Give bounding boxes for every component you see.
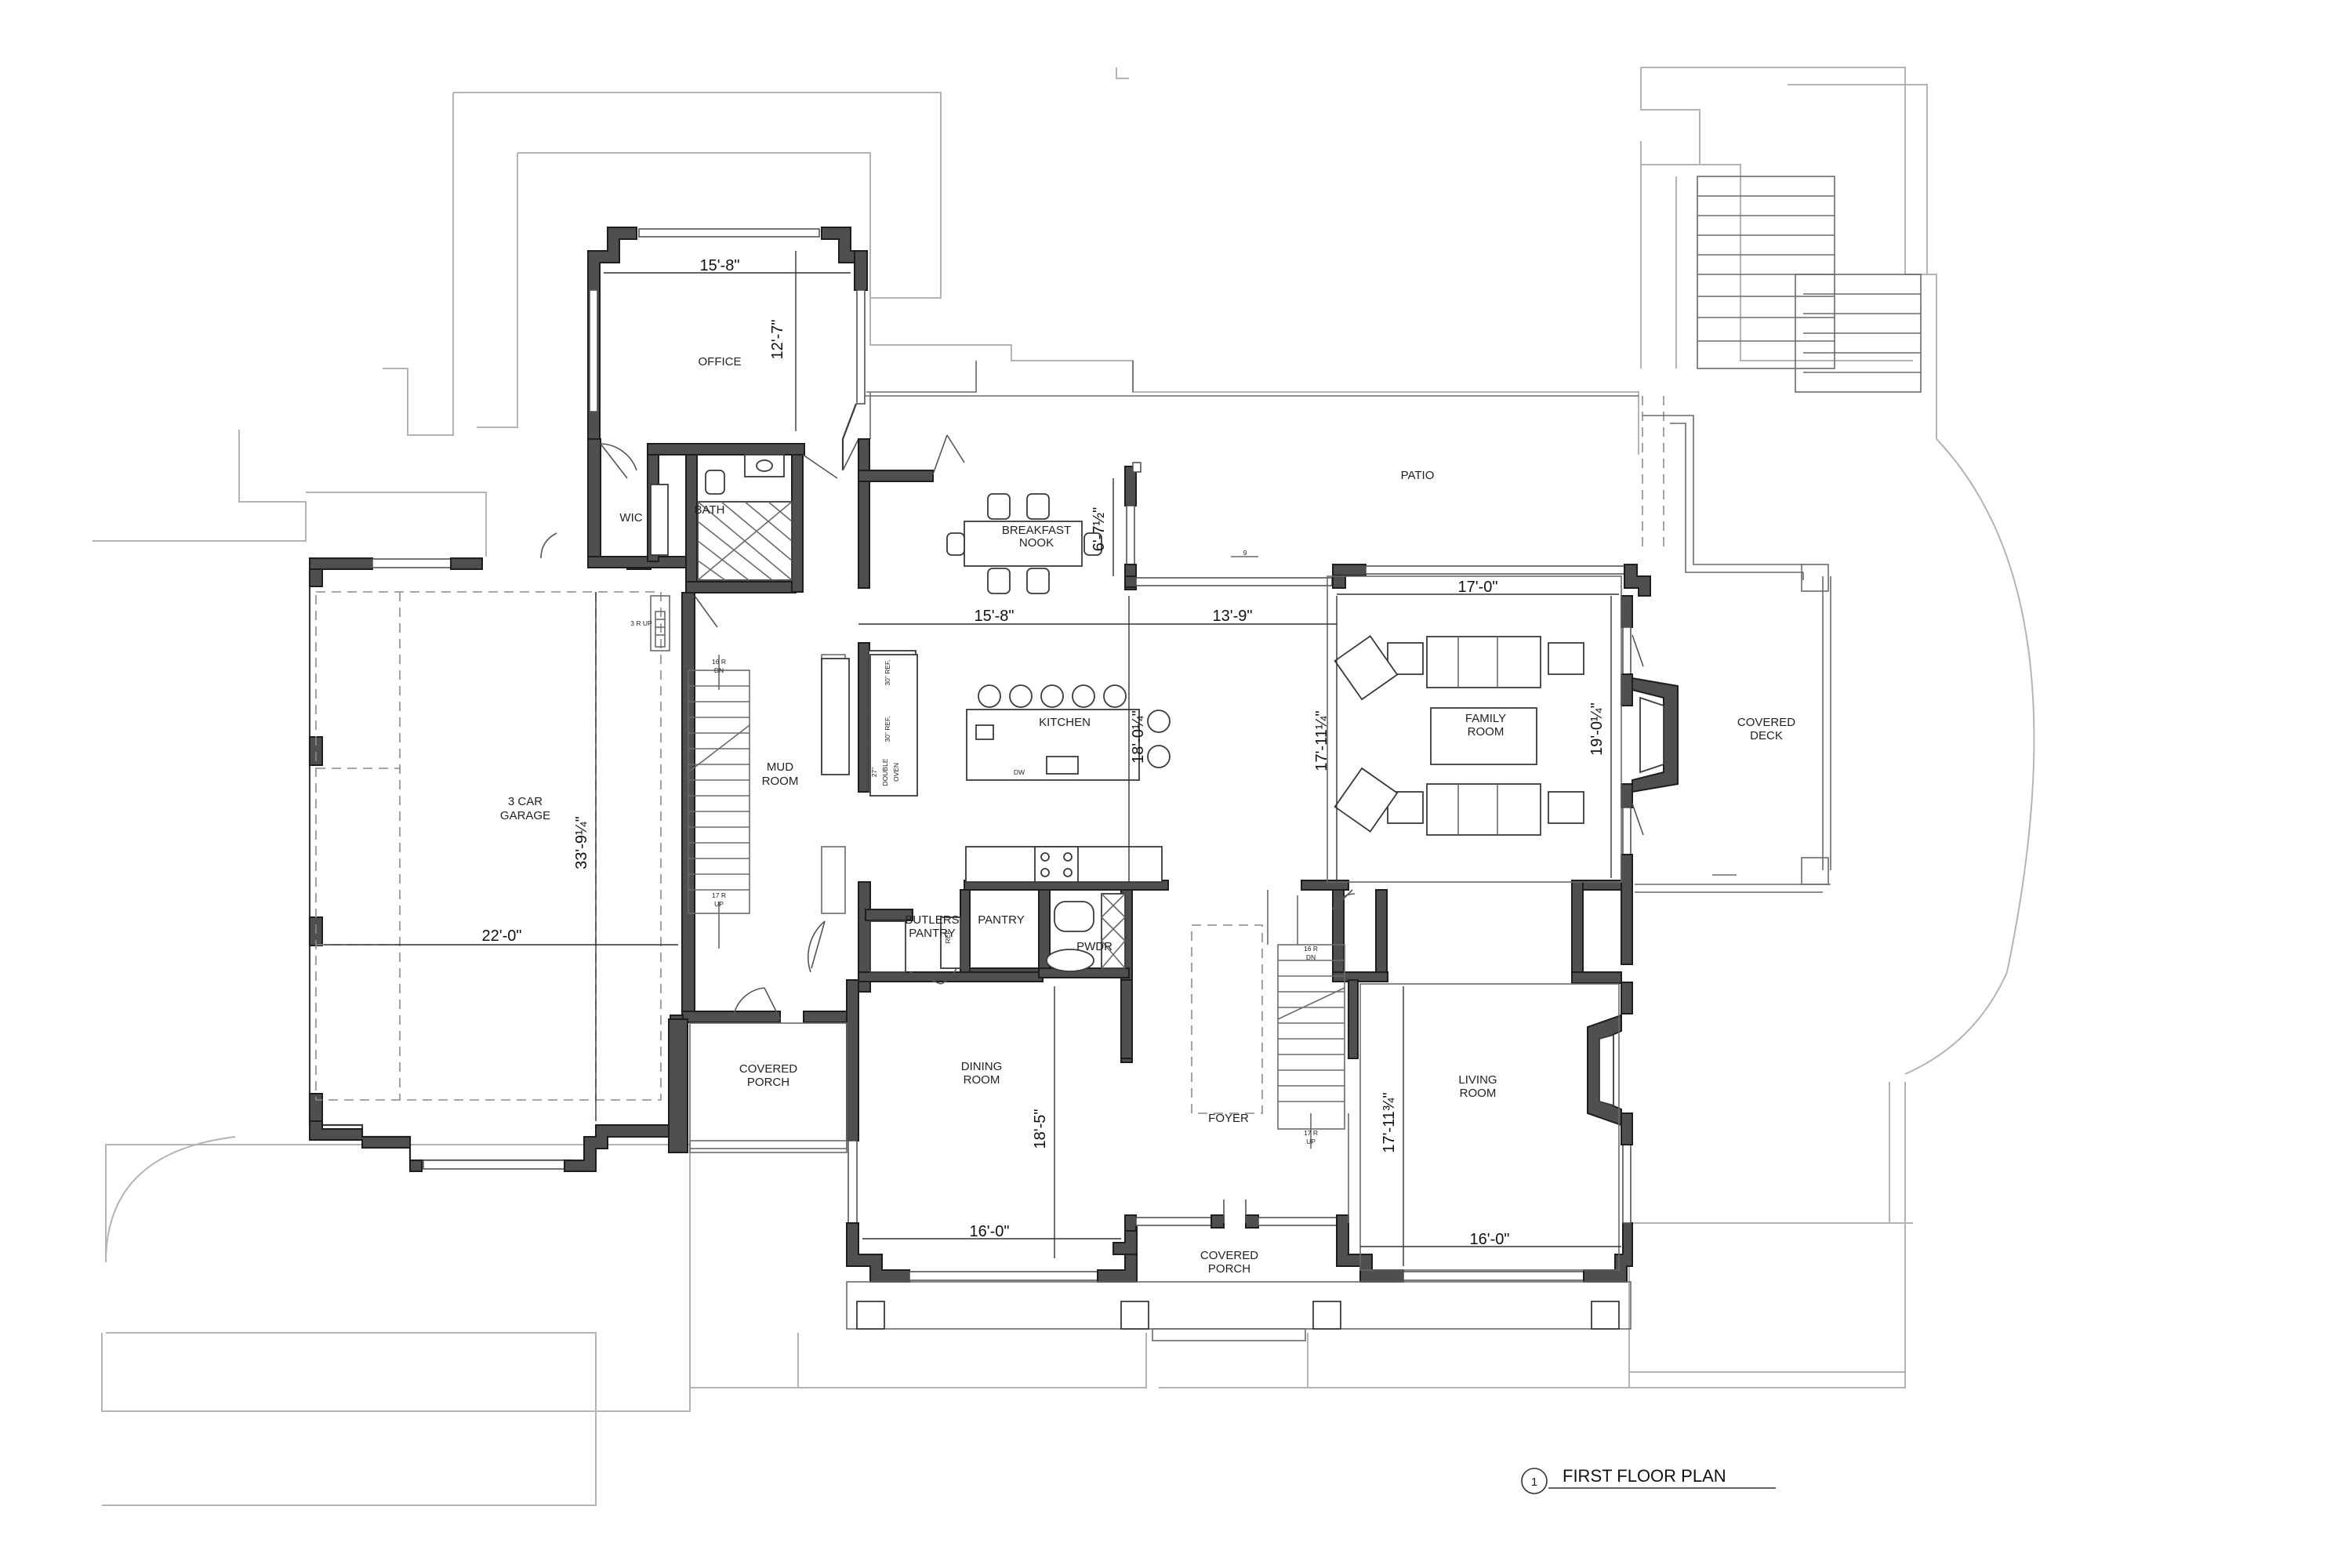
room-front-porch-2: PORCH (1208, 1262, 1250, 1276)
note-foyer-stair-dn-2: DN (1306, 953, 1316, 961)
note-ref-30-b: 30" REF. (884, 716, 891, 742)
dim-garage-depth: 33'-9¼" (573, 816, 590, 869)
dim-family-width: 17'-0" (1458, 579, 1498, 596)
dim-kitchen-depth: 18'-0¼" (1130, 710, 1147, 764)
dim-living-width: 16'-0" (1470, 1231, 1510, 1248)
note-mud-stair-dn-1: 16 R (712, 658, 726, 666)
note-foyer-stair-up-2: UP (1306, 1138, 1316, 1145)
room-breakfast-nook-1: BREAKFAST (1002, 524, 1071, 537)
room-side-porch-2: PORCH (747, 1076, 789, 1089)
room-living-1: LIVING (1458, 1073, 1497, 1087)
dim-office-depth: 12'-7" (769, 320, 786, 360)
room-breakfast-nook-2: NOOK (1019, 536, 1054, 550)
room-patio: PATIO (1401, 469, 1435, 482)
drawing-title: FIRST FLOOR PLAN (1563, 1466, 1726, 1486)
dim-dining-depth: 18'-5" (1032, 1109, 1049, 1149)
dim-dining-width: 16'-0" (970, 1223, 1010, 1240)
note-double-oven-2: DOUBLE (881, 758, 889, 786)
room-butlers-2: PANTRY (909, 927, 955, 940)
exterior-stairs (1697, 176, 1922, 393)
dim-family-depth-right: 19'-0¼" (1588, 702, 1606, 756)
room-garage-2: GARAGE (500, 809, 550, 822)
room-side-porch-1: COVERED (739, 1062, 797, 1076)
garage-walls (308, 557, 679, 1172)
note-foyer-stair-up-1: 17 R (1304, 1129, 1318, 1137)
room-mud-2: ROOM (762, 775, 799, 788)
room-wic: WIC (619, 511, 642, 524)
dimension-lines (324, 251, 1621, 1266)
note-mud-stair-up-1: 17 R (712, 891, 726, 899)
drawing-title-block: 1 FIRST FLOOR PLAN (1521, 1466, 1776, 1494)
room-bath: BATH (695, 503, 725, 517)
office-walls (540, 227, 868, 593)
room-pantry: PANTRY (978, 913, 1024, 927)
room-labels: OFFICE WIC BATH BREAKFAST NOOK PATIO 3 C… (500, 355, 1795, 1276)
note-ref-30-a: 30" REF. (884, 659, 891, 685)
room-front-porch-1: COVERED (1200, 1249, 1258, 1262)
dimension-labels: 15'-8" 12'-7" 6'-7½" 15'-8" 13'-9" 17'-0… (482, 257, 1606, 1248)
dim-kitchen-width-left: 15'-8" (975, 608, 1014, 625)
note-dw: DW (1014, 768, 1025, 776)
room-dining-1: DINING (961, 1060, 1003, 1073)
dim-living-depth: 17'-11¾" (1381, 1092, 1398, 1152)
room-mud-1: MUD (767, 760, 793, 774)
room-living-2: ROOM (1460, 1087, 1497, 1100)
room-family-1: FAMILY (1465, 712, 1506, 725)
dim-nook-depth: 6'-7½" (1091, 507, 1108, 552)
room-kitchen: KITCHEN (1039, 716, 1091, 729)
dim-kitchen-width-right: 13'-9" (1213, 608, 1253, 625)
dim-office-width: 15'-8" (700, 257, 740, 274)
main-walls (668, 434, 1679, 1341)
note-foyer-stair-dn-1: 16 R (1304, 945, 1318, 953)
room-family-2: ROOM (1468, 725, 1504, 739)
room-butlers-1: BUTLERS (905, 913, 959, 927)
plan-notes: 3 R UP 16 R DN 17 R UP 16 R DN 17 R UP 3… (630, 549, 1318, 1145)
dim-family-depth: 17'-11¼" (1313, 710, 1330, 771)
note-double-oven-1: 27" (870, 768, 878, 777)
room-covered-deck-1: COVERED (1737, 716, 1795, 729)
room-pwdr: PWDR (1076, 940, 1112, 953)
note-ref-butler: REF (944, 931, 952, 944)
drawing-number-circle (1521, 1468, 1548, 1494)
room-garage-1: 3 CAR (508, 795, 543, 808)
room-foyer: FOYER (1208, 1112, 1249, 1125)
patio-deck-outline (862, 361, 1831, 893)
room-office: OFFICE (699, 355, 742, 368)
note-stair-up-small: 3 R UP (630, 619, 652, 627)
note-mud-stair-up-2: UP (714, 900, 724, 908)
interior-fixtures (650, 493, 1622, 1271)
note-double-oven-3: OVEN (892, 763, 900, 782)
room-covered-deck-2: DECK (1750, 729, 1783, 742)
drawing-number: 1 (1531, 1475, 1537, 1489)
dim-garage-width: 22'-0" (482, 927, 522, 945)
site-outline (93, 67, 2035, 1506)
room-dining-2: ROOM (964, 1073, 1000, 1087)
note-mud-stair-dn-2: DN (714, 666, 724, 674)
note-beam-mark: 9 (1243, 549, 1247, 557)
